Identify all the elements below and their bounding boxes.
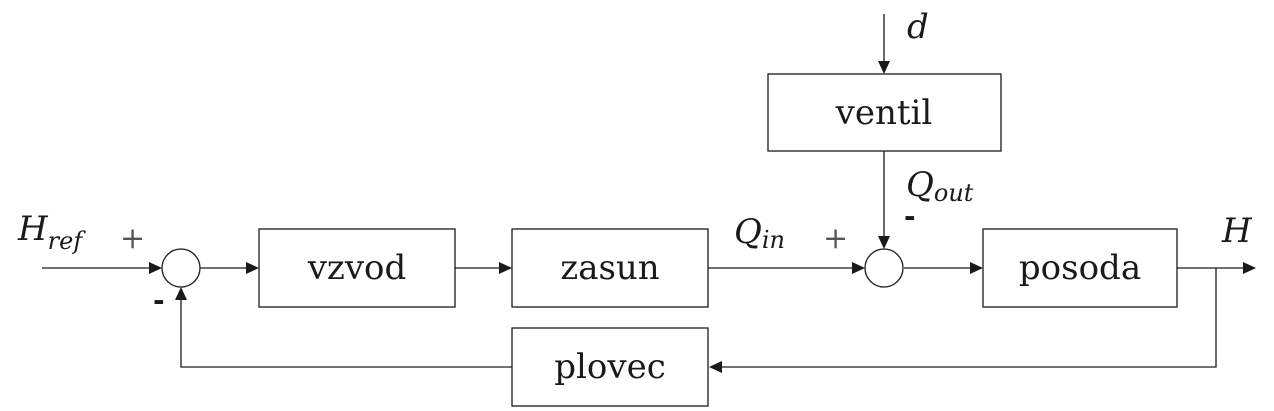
signal-lines [42,14,1256,373]
signal-label-h-ref-main: H [17,209,49,249]
signal-label-q-out-sub: out [934,179,974,207]
block-posoda-label: posoda [1019,248,1141,288]
signal-label-h-output: H [1221,211,1253,251]
sum2-minus-sign: - [904,200,916,233]
block-posoda-box [982,228,1178,308]
arrowhead-plovec-input [709,361,722,373]
arrowhead-sum2-input [852,262,865,274]
block-zasun: zasun [511,228,709,308]
block-ventil-label: ventil [835,93,933,133]
arrowhead-output [1243,262,1256,274]
sum1-plus-sign: + [120,221,145,256]
block-zasun-box [511,228,709,308]
sum2-plus-sign: + [823,221,848,256]
arrowhead-sum1-feedback [175,287,187,300]
summing-junction-1 [161,248,201,288]
arrowhead-sum1-input [149,262,162,274]
block-plovec-label: plovec [554,347,665,387]
summing-junction-2 [864,248,904,288]
block-zasun-label: zasun [560,248,659,288]
arrowhead-sum2-disturbance [878,236,890,249]
signal-label-d: d [907,7,929,47]
line-plovec-to-sum1 [180,299,512,368]
line-output-to-plovec [721,268,1217,368]
signal-label-q-in-sub: in [762,226,785,254]
arrowhead-vzvod-input [246,262,259,274]
arrowhead-posoda-input [970,262,983,274]
block-posoda: posoda [982,228,1178,308]
block-ventil-box [767,73,1002,152]
block-vzvod-label: vzvod [307,248,407,288]
block-vzvod: vzvod [258,228,456,308]
block-plovec: plovec [511,327,709,407]
signal-label-q-in: Qin [734,212,785,254]
signal-label-q-out-main: Q [906,165,934,205]
arrowhead-zasun-input [499,262,512,274]
signal-label-q-in-main: Q [734,212,762,252]
arrowhead-ventil-input [878,61,890,74]
block-ventil: ventil [767,73,1002,152]
block-vzvod-box [258,228,456,308]
block-plovec-box [511,327,709,407]
sum1-minus-sign: - [153,284,165,317]
signal-label-h-ref-sub: ref [48,227,87,255]
signal-label-h-ref: Href [17,209,86,255]
signal-label-q-out: Qout [906,165,974,207]
